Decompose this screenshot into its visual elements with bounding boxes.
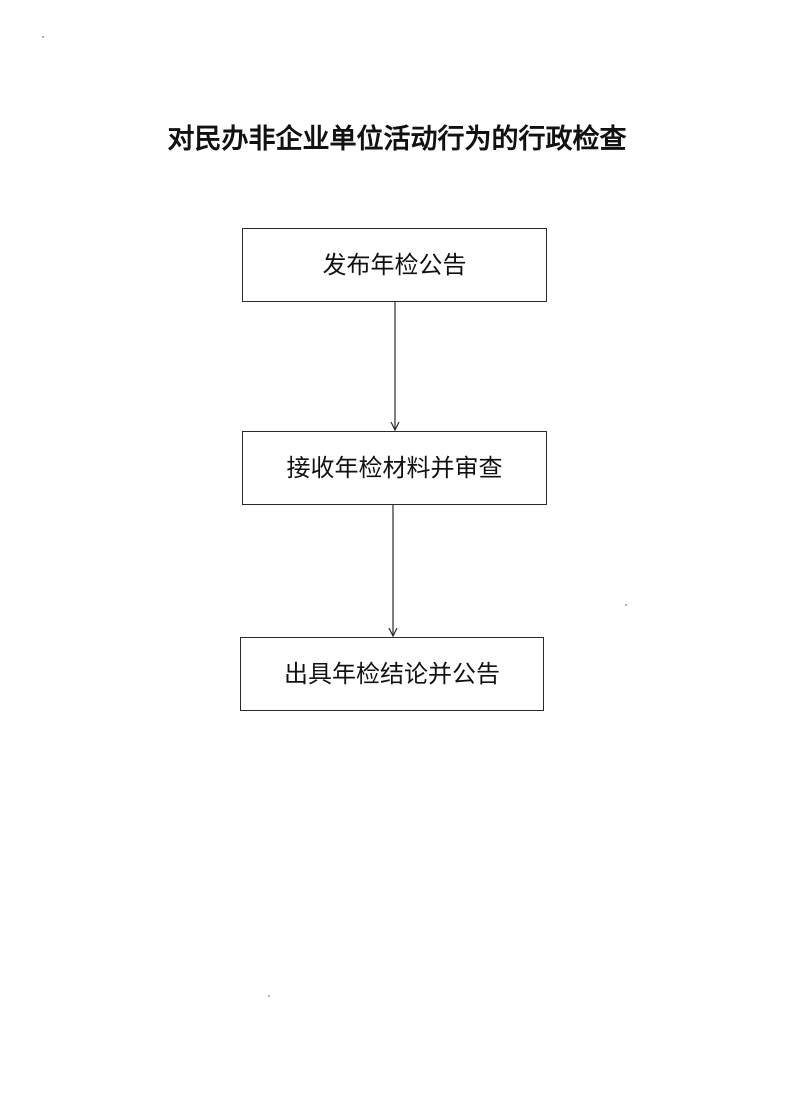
scan-speck	[268, 995, 270, 997]
step-label: 发布年检公告	[322, 251, 467, 279]
scan-speck	[625, 604, 627, 606]
step-box-publish-notice: 发布年检公告	[242, 228, 547, 302]
step-label: 接收年检材料并审查	[286, 454, 503, 482]
step-box-receive-review: 接收年检材料并审查	[242, 431, 547, 505]
step-label: 出具年检结论并公告	[284, 660, 500, 688]
step-box-issue-conclusion: 出具年检结论并公告	[240, 637, 544, 711]
scan-speck	[42, 36, 44, 38]
diagram-title: 对民办非企业单位活动行为的行政检查	[167, 124, 627, 155]
